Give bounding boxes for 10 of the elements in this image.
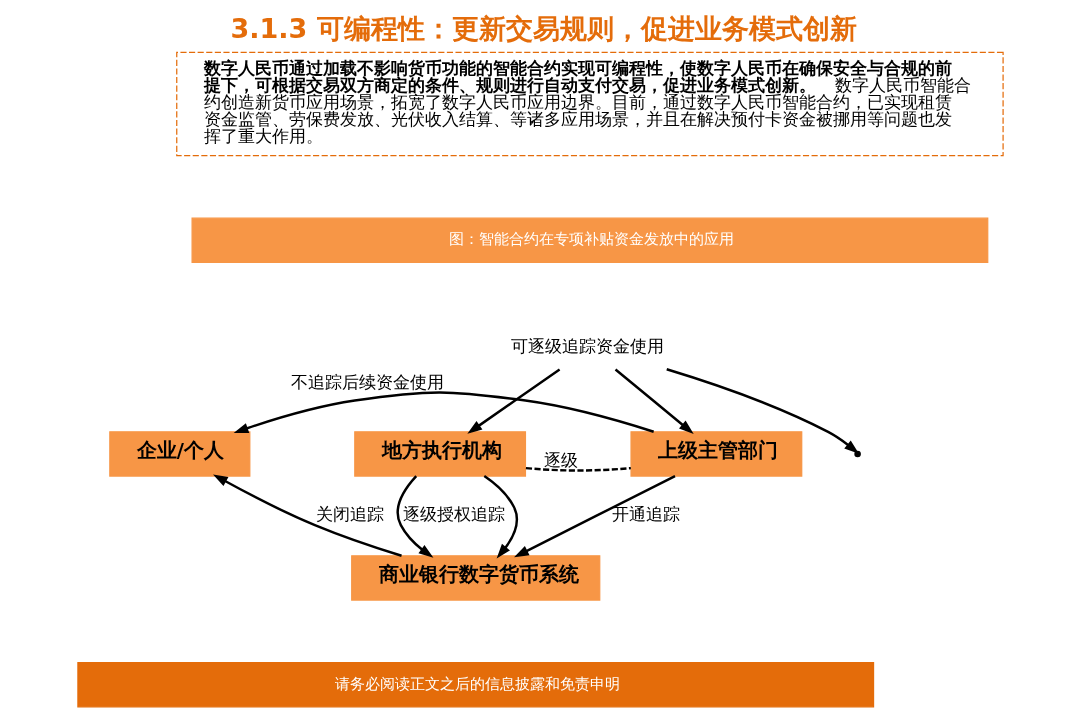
edge-label: 关闭追踪 [315,504,384,525]
label: 图：智能合约在专项补贴资金发放中的应用 [448,230,734,248]
edge-label: 不追踪后续资金使用 [290,371,444,392]
edge-label: 开通追踪 [611,504,680,525]
edge-label: 逐级 [543,449,578,470]
edge-label: 逐级授权追踪 [402,504,505,525]
label: 数字人民币通过加载不影响货币功能的智能合约实现可编程性，使数字人民币在确保安全与合规的前提下，可根据交易双方商定的条件、规则进行自动支付交易，促进业务模式创新。数字人民币智能合约创造新货币应用场景，拓宽了数字人民币应用边界。目前，通过数字人民币智能合约，已实现租赁资金监管、劳保费发放、光伏收入结算、等诸多应用场景，并且在解决预付卡资金被挪用等问题也发挥了重大作用。 [203,57,971,147]
label: 请务必阅读正文之后的信息披露和免责申明 [334,674,620,692]
node-text: 可逐级追踪资金使用 [510,335,664,356]
diagram-title: 3.1.3 可编程性：更新交易规则，促进业务模式创新 [229,13,857,45]
